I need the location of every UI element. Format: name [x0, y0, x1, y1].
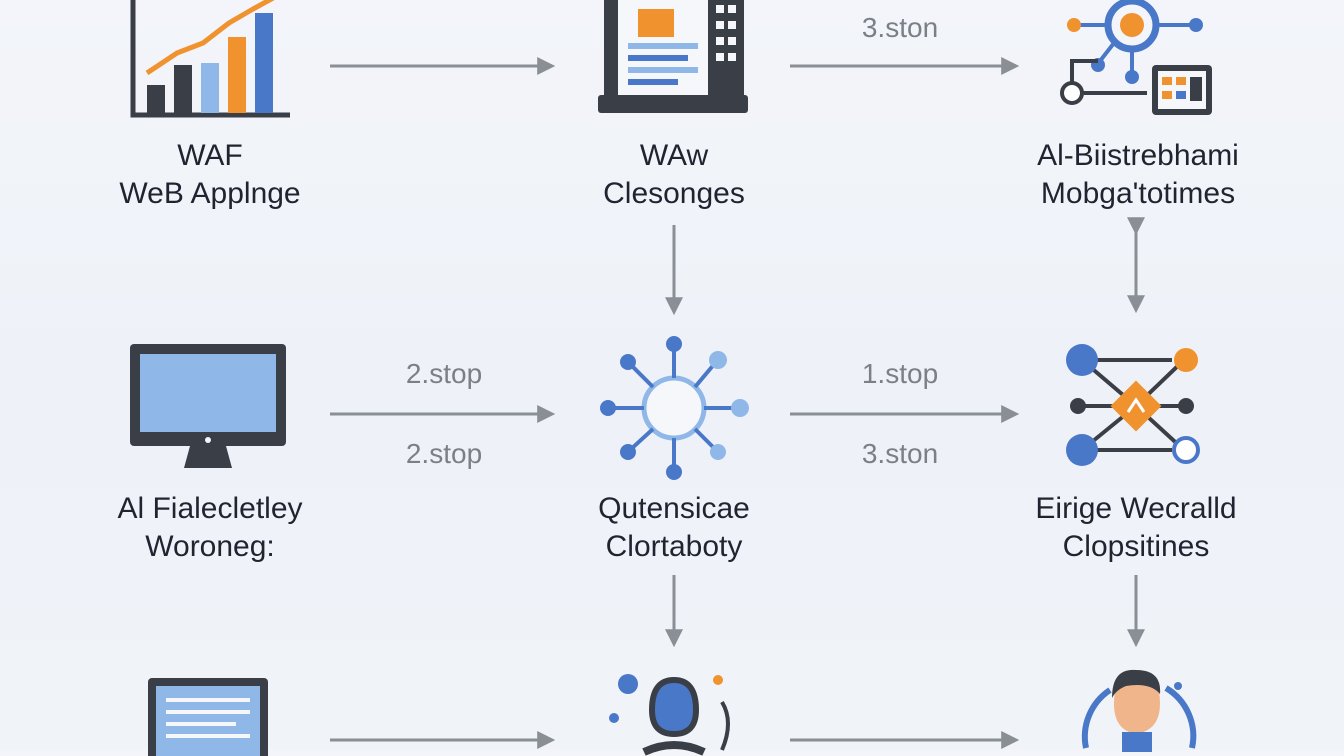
node-ai-fialecletley-line2: Woroneg: [145, 530, 275, 563]
node-qutensicae-label: Qutensicae Clortaboty [524, 490, 824, 566]
step-label-mid-right-upper: 1.stop [861, 358, 939, 389]
node-ai-label: Al-Biistrebhami Mobga'totimes [988, 137, 1288, 213]
node-waw-line1: WAw [639, 139, 709, 172]
node-waf-label: WAF WeB Applnge [60, 137, 360, 213]
node-waf-line1: WAF [177, 139, 243, 172]
node-waw-line2: Clesonges [603, 177, 745, 210]
node-qutensicae-line1: Qutensicae [598, 492, 750, 525]
decision-graph-icon [1066, 344, 1200, 466]
node-waf-line2: WeB Applnge [119, 177, 301, 210]
bar-chart-icon [130, 0, 290, 118]
document-screen-icon [148, 678, 268, 756]
node-ai-line2: Mobga'totimes [1040, 177, 1236, 210]
hub-network-icon [600, 336, 749, 480]
user-avatar-icon [609, 674, 730, 756]
node-ai-fialecletley-line1: Al Fialecletley [117, 492, 303, 525]
monitor-icon [130, 344, 286, 468]
node-qutensicae-line2: Clortaboty [605, 530, 743, 563]
node-ai-fialecletley-label: Al Fialecletley Woroneg: [60, 490, 360, 566]
user-cycle-icon [1081, 669, 1197, 752]
step-label-mid-right-lower: 3.ston [861, 438, 939, 469]
node-waw-label: WAw Clesonges [524, 137, 824, 213]
step-label-mid-left-upper: 2.stop [405, 358, 483, 389]
server-dashboard-icon [598, 0, 748, 113]
node-ai-line1: Al-Biistrebhami [1037, 139, 1239, 172]
node-eirige-label: Eirige Wecralld Clopsitines [986, 490, 1286, 566]
step-label-top-right: 3.ston [861, 12, 939, 43]
step-label-mid-left-lower: 2.stop [405, 438, 483, 469]
node-eirige-line2: Clopsitines [1062, 530, 1210, 563]
node-eirige-line1: Eirige Wecralld [1035, 492, 1237, 525]
network-settings-icon [1060, 0, 1212, 115]
